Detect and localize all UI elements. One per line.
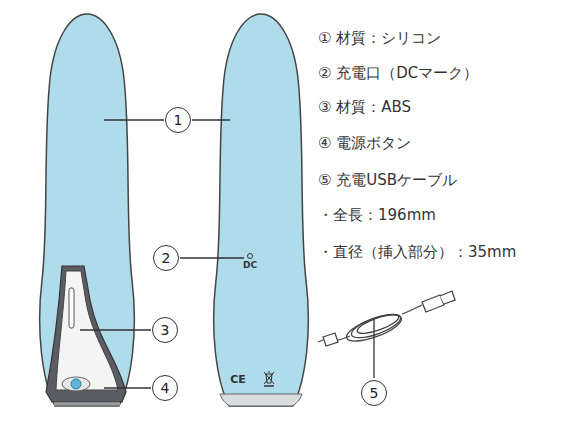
callout-circle: 2 — [153, 245, 179, 271]
ce-mark: CE — [230, 374, 246, 385]
spec-text: ② 充電口（DCマーク） — [318, 66, 478, 81]
callout-number: 4 — [161, 381, 170, 395]
callout-circle: 3 — [152, 317, 178, 343]
usb-cable — [318, 291, 455, 346]
callout-number: 3 — [161, 323, 170, 337]
spec-text: ① 材質：シリコン — [318, 31, 441, 46]
device-front — [40, 14, 135, 406]
callout-number: 1 — [174, 113, 183, 127]
spec-text: ・直径（挿入部分）：35mm — [318, 245, 516, 260]
callout-number: 5 — [370, 386, 379, 400]
spec-text: ③ 材質：ABS — [318, 100, 411, 115]
abs-handle — [46, 266, 126, 402]
spec-text: ⑤ 充電USBケーブル — [318, 173, 457, 188]
spec-text: ・全長：196mm — [318, 208, 436, 223]
charge-port — [248, 254, 253, 259]
spec-text: ④ 電源ボタン — [318, 136, 411, 151]
callout-number: 2 — [162, 251, 171, 265]
callout-circle: 5 — [361, 380, 387, 406]
device-back — [214, 14, 309, 406]
power-button — [71, 379, 81, 389]
weee-symbol — [264, 372, 274, 386]
port-mark: DC — [243, 261, 257, 270]
callout-circle: 4 — [152, 375, 178, 401]
callout-circle: 1 — [165, 107, 191, 133]
